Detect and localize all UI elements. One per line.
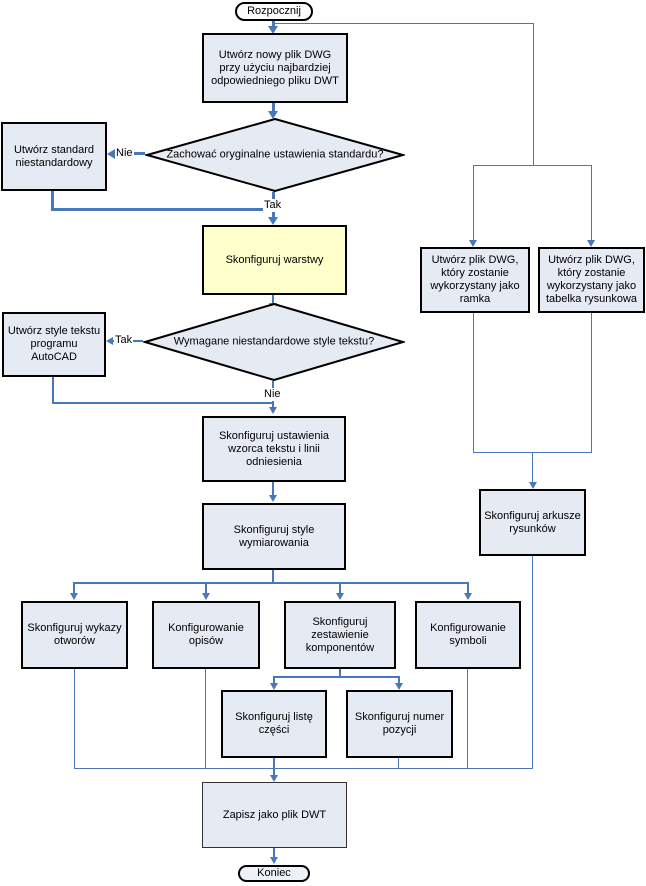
- start-label: Rozpocznij: [247, 5, 301, 17]
- process-drawing-sheets: Skonfiguruj arkusze rysunków: [479, 489, 586, 556]
- label-decision1-yes: Tak: [263, 199, 283, 212]
- arrowhead-titleblock-dwg: [587, 240, 595, 247]
- process-configure-layers-label: Skonfiguruj warstwy: [225, 253, 324, 266]
- process-annotations-label: Konfigurowanie opisów: [168, 622, 244, 647]
- arrowhead-symbols: [464, 593, 472, 600]
- connector-branch-c: [339, 582, 341, 594]
- decision-custom-text-styles-label: Wymagane niestandardowe style tekstu?: [173, 335, 375, 348]
- connector-hole-tables-out: [74, 669, 75, 769]
- arrowhead-drawing-sheets: [529, 482, 537, 489]
- connector-branch-a: [73, 582, 75, 594]
- label-decision2-no: Nie: [263, 388, 282, 401]
- label-decision1-no: Nie: [115, 147, 134, 160]
- connector-sub-branch-e: [273, 676, 275, 684]
- decision-keep-standard-shape: [145, 118, 405, 192]
- process-dwg-border-label: Utwórz plik DWG, który zostanie wykorzys…: [430, 254, 520, 305]
- connector-branch-b: [205, 582, 207, 594]
- process-hole-tables: Skonfiguruj wykazy otworów: [21, 601, 128, 669]
- arrowhead-autocad-styles: [106, 337, 113, 345]
- arrowhead-dimension-styles: [269, 495, 277, 502]
- process-configure-layers: Skonfiguruj warstwy: [202, 225, 347, 295]
- arrowhead-item-number: [395, 683, 403, 690]
- process-component-lists: Skonfiguruj zestawienie komponentów: [284, 601, 396, 669]
- connector-branch-d: [467, 582, 469, 594]
- process-text-leader-settings: Skonfiguruj ustawienia wzorca tekstu i l…: [202, 416, 346, 482]
- connector-create-to-decision1: [272, 103, 275, 112]
- process-item-number: Skonfiguruj numer pozycji: [346, 690, 453, 758]
- connector-right-split: [473, 165, 592, 166]
- arrowhead-text-leader: [269, 407, 277, 414]
- process-dwg-border: Utwórz plik DWG, który zostanie wykorzys…: [420, 247, 530, 313]
- process-parts-list-label: Skonfiguruj listę części: [235, 711, 313, 736]
- end-terminator: Koniec: [238, 865, 310, 882]
- connector-custom-standard-merge: [51, 208, 275, 211]
- process-create-dwg-label: Utwórz nowy plik DWG przy użyciu najbard…: [211, 48, 339, 87]
- connector-sheets-out: [532, 556, 533, 769]
- decision-custom-text-styles-shape: [143, 303, 405, 381]
- connector-save-to-end: [273, 848, 275, 858]
- process-component-lists-label: Skonfiguruj zestawienie komponentów: [305, 615, 375, 654]
- arrowhead-end: [270, 857, 278, 864]
- process-parts-list: Skonfiguruj listę części: [221, 690, 327, 758]
- connector-item-number-out: [398, 758, 399, 769]
- arrowhead-border-dwg: [469, 240, 477, 247]
- arrowhead-annotations: [202, 593, 210, 600]
- connector-parts-list-to-save: [273, 758, 275, 776]
- connector-start-to-right: [274, 23, 534, 24]
- process-symbols-label: Konfigurowanie symboli: [430, 622, 506, 647]
- connector-autocad-merge: [52, 402, 274, 404]
- decision-custom-text-styles: Wymagane niestandardowe style tekstu?: [143, 303, 405, 381]
- arrowhead-custom-standard: [107, 149, 115, 159]
- process-dwg-titleblock-label: Utwórz plik DWG, który zostanie wykorzys…: [545, 254, 638, 305]
- connector-to-titleblock-dwg: [591, 165, 592, 240]
- decision-keep-standard: Zachować oryginalne ustawienia standardu…: [145, 118, 405, 192]
- process-autocad-text-styles: Utwórz style tekstu programu AutoCAD: [2, 312, 106, 377]
- connector-leader-to-dimension: [272, 482, 274, 496]
- process-dimension-styles: Skonfiguruj style wymiarowania: [202, 503, 346, 570]
- connector-layers-to-decision2: [272, 295, 274, 304]
- start-terminator: Rozpocznij: [235, 2, 313, 21]
- process-create-dwg: Utwórz nowy plik DWG przy użyciu najbard…: [202, 33, 348, 103]
- process-annotations: Konfigurowanie opisów: [152, 601, 260, 669]
- connector-branch-bar: [73, 582, 469, 584]
- process-autocad-text-styles-label: Utwórz style tekstu programu AutoCAD: [7, 325, 101, 363]
- process-custom-standard-label: Utwórz standard niestandardowy: [13, 143, 95, 169]
- connector-sub-branch-bar: [273, 676, 400, 678]
- process-item-number-label: Skonfiguruj numer pozycji: [354, 711, 445, 736]
- end-label: Koniec: [257, 867, 291, 879]
- connector-components-down: [339, 669, 341, 677]
- connector-border-dwg-out: [473, 313, 474, 453]
- arrowhead-configure-layers: [268, 217, 278, 225]
- connector-sub-branch-f: [398, 676, 400, 684]
- connector-annotations-out: [205, 669, 206, 769]
- process-dimension-styles-label: Skonfiguruj style wymiarowania: [233, 523, 315, 549]
- arrowhead-decision1: [268, 111, 278, 119]
- process-custom-standard: Utwórz standard niestandardowy: [1, 122, 107, 191]
- decision-keep-standard-label: Zachować oryginalne ustawienia standardu…: [166, 148, 384, 161]
- process-dwg-titleblock: Utwórz plik DWG, który zostanie wykorzys…: [538, 247, 645, 313]
- arrowhead-hole-tables: [70, 593, 78, 600]
- connector-right-down: [533, 23, 534, 166]
- process-hole-tables-label: Skonfiguruj wykazy otworów: [27, 622, 122, 647]
- connector-to-border-dwg: [473, 165, 474, 240]
- connector-dimension-down: [272, 570, 274, 583]
- arrowhead-component-lists: [336, 593, 344, 600]
- connector-start-to-create: [272, 19, 275, 27]
- process-text-leader-settings-label: Skonfiguruj ustawienia wzorca tekstu i l…: [218, 429, 330, 468]
- connector-custom-standard-down: [51, 191, 54, 210]
- process-drawing-sheets-label: Skonfiguruj arkusze rysunków: [484, 509, 581, 535]
- connector-to-sheets: [532, 452, 533, 482]
- label-decision2-yes: Tak: [114, 334, 134, 347]
- arrowhead-create-dwg: [268, 26, 278, 34]
- process-symbols: Konfigurowanie symboli: [415, 601, 521, 669]
- connector-titleblock-out: [591, 313, 592, 453]
- arrowhead-parts-list: [270, 683, 278, 690]
- connector-symbols-out: [467, 669, 468, 769]
- connector-converge-bar: [74, 768, 533, 769]
- process-save-dwt: Zapisz jako plik DWT: [202, 782, 347, 848]
- connector-autocad-down: [52, 377, 54, 404]
- arrowhead-save-dwt: [270, 775, 278, 782]
- process-save-dwt-label: Zapisz jako plik DWT: [222, 808, 327, 821]
